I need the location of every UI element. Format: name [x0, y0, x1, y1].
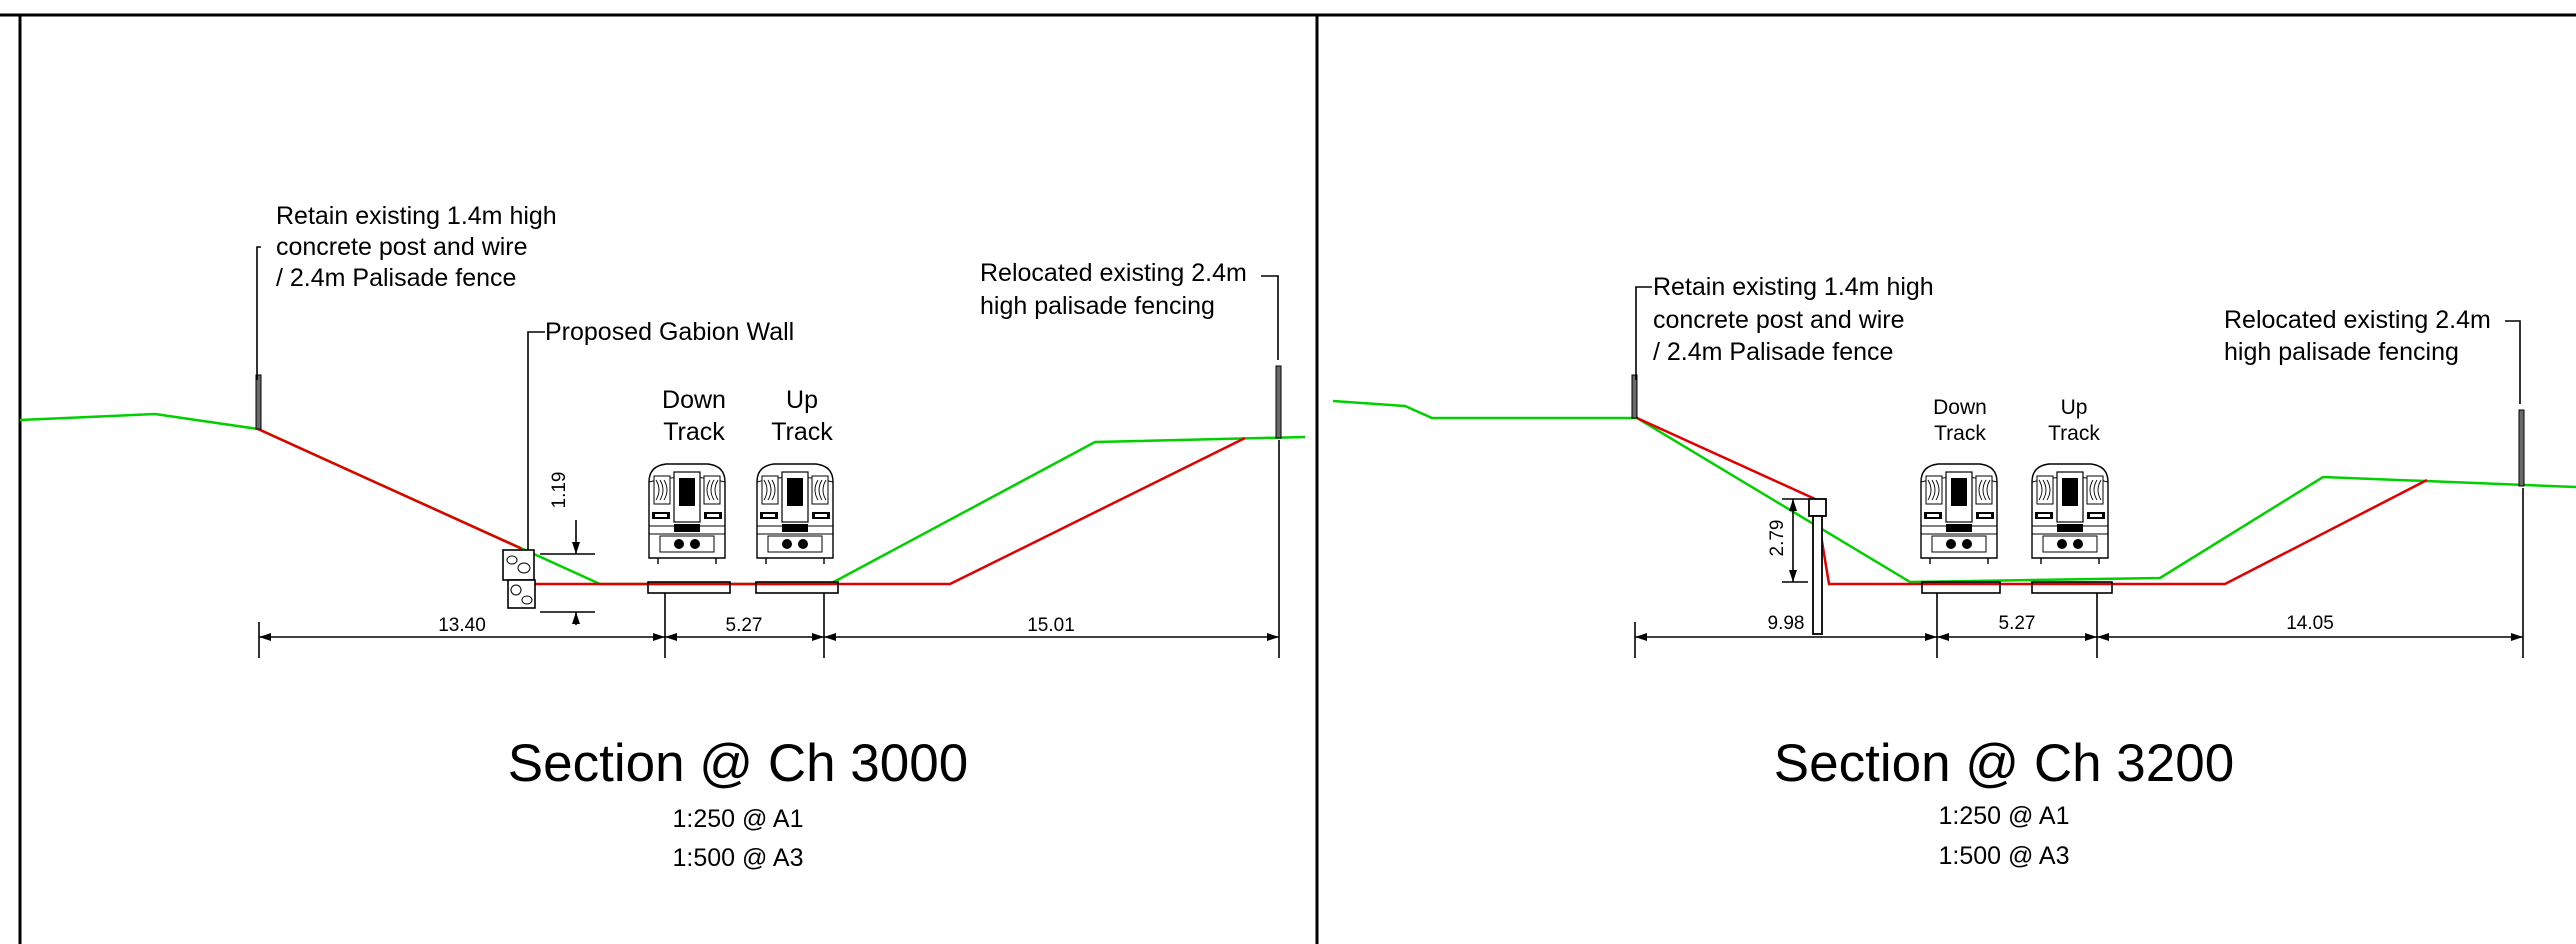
section-title: Section @ Ch 3000: [508, 734, 968, 793]
fence-post-right: [1275, 365, 1282, 439]
svg-text:9.98: 9.98: [1768, 613, 1805, 634]
down-track-train-icon: [1920, 463, 1998, 565]
down-track-label-2: Track: [1934, 422, 1986, 445]
retaining-wall: [1808, 498, 1827, 635]
relocated-fence-note: Relocated existing 2.4m high palisade fe…: [2224, 306, 2491, 366]
svg-text:1.19: 1.19: [549, 472, 570, 509]
fence-post-left: [1631, 374, 1638, 419]
proposed-ground-line: [1636, 416, 2428, 586]
svg-text:5.27: 5.27: [726, 615, 763, 636]
proposed-ground-line: [257, 427, 1246, 586]
svg-text:14.05: 14.05: [2286, 613, 2334, 634]
scale-a1: 1:250 @ A1: [1938, 802, 2069, 830]
up-track-ballast: [2031, 581, 2113, 594]
existing-ground-line: [1332, 399, 2576, 584]
svg-text:/ 2.4m Palisade fence: / 2.4m Palisade fence: [1653, 338, 1893, 366]
section-ch-3000: Retain existing 1.4m high concrete post …: [19, 202, 1306, 872]
up-track-train-icon: [2031, 463, 2109, 565]
scale-a3: 1:500 @ A3: [1938, 842, 2069, 870]
relocated-fence-note: Relocated existing 2.4m high palisade fe…: [980, 259, 1247, 320]
gabion-wall-note: Proposed Gabion Wall: [545, 318, 794, 346]
down-track-ballast: [647, 581, 731, 594]
up-track-label-2: Track: [771, 418, 833, 446]
svg-text:15.01: 15.01: [1027, 615, 1075, 636]
svg-text:concrete post and wire: concrete post and wire: [276, 233, 528, 261]
gabion-wall: [502, 549, 536, 609]
sheet-frame: [0, 13, 2576, 944]
height-dimension: 2.79: [1767, 498, 1808, 583]
svg-text:high palisade fencing: high palisade fencing: [980, 292, 1215, 320]
scale-a3: 1:500 @ A3: [672, 844, 803, 872]
down-track-label-2: Track: [663, 418, 725, 446]
up-track-label: Up: [786, 386, 818, 414]
fence-post-right: [2518, 409, 2525, 487]
down-track-ballast: [1921, 581, 2001, 594]
width-dimension-chain: 13.40 5.27 15.01: [258, 440, 1280, 658]
up-track-label: Up: [2061, 396, 2088, 419]
width-dimension-chain: 9.98 5.27 14.05: [1634, 488, 2524, 658]
svg-text:/ 2.4m Palisade fence: / 2.4m Palisade fence: [276, 264, 516, 292]
up-track-train-icon: [756, 463, 834, 565]
down-track-label: Down: [662, 386, 726, 414]
scale-a1: 1:250 @ A1: [672, 805, 803, 833]
svg-text:13.40: 13.40: [438, 615, 486, 636]
section-title: Section @ Ch 3200: [1774, 734, 2234, 793]
down-track-train-icon: [648, 463, 726, 565]
height-dimension: 1.19: [540, 472, 595, 625]
svg-text:Relocated existing 2.4m: Relocated existing 2.4m: [980, 259, 1247, 287]
svg-text:2.79: 2.79: [1767, 520, 1788, 557]
up-track-label-2: Track: [2048, 422, 2100, 445]
down-track-label: Down: [1933, 396, 1987, 419]
svg-text:high palisade fencing: high palisade fencing: [2224, 338, 2459, 366]
retain-fence-note: Retain existing 1.4m high concrete post …: [276, 202, 557, 292]
up-track-ballast: [755, 581, 839, 594]
svg-text:concrete post and wire: concrete post and wire: [1653, 306, 1905, 334]
svg-text:5.27: 5.27: [1999, 613, 2036, 634]
svg-text:Retain existing 1.4m high: Retain existing 1.4m high: [1653, 273, 1934, 301]
retain-fence-note: Retain existing 1.4m high concrete post …: [1653, 273, 1934, 366]
svg-text:Relocated existing 2.4m: Relocated existing 2.4m: [2224, 306, 2491, 334]
section-ch-3200: Retain existing 1.4m high concrete post …: [1332, 273, 2576, 870]
svg-text:Retain existing 1.4m high: Retain existing 1.4m high: [276, 202, 557, 230]
fence-post-left: [255, 374, 262, 430]
